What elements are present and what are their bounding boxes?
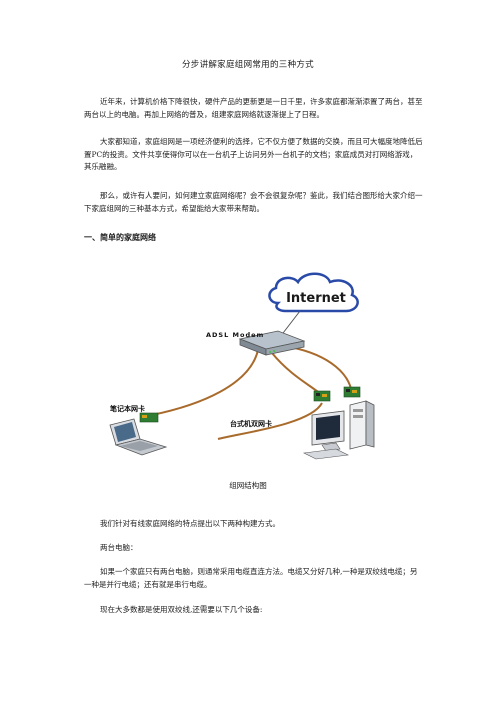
laptop-label: 笔记本网卡 <box>110 404 145 413</box>
network-diagram: Internet ADSL Modem 笔记本网卡 <box>109 272 375 460</box>
laptop-icon <box>109 418 168 456</box>
desktop-label: 台式机双网卡 <box>230 419 272 428</box>
section-heading: 一、简单的家庭网络 <box>84 233 156 242</box>
internet-cloud-icon: Internet <box>268 272 359 313</box>
desktop-second-network-card-icon <box>343 386 361 398</box>
diagram-caption: 组网结构图 <box>229 481 267 490</box>
paragraph-two-computers: 两台电脑： <box>100 543 138 552</box>
modem-label: ADSL Modem <box>206 331 264 339</box>
internet-label: Internet <box>286 291 346 306</box>
paragraph-two-methods: 我们针对有线家庭网络的特点提出以下两种构建方式。 <box>100 519 280 528</box>
adsl-modem-icon <box>238 330 306 356</box>
paragraph-benefits: 大家都知道，家庭组网是一项经济便利的选择，它不仅方便了数据的交换，而且可大幅度地… <box>84 137 423 171</box>
desktop-computer-icon <box>302 400 375 460</box>
paragraph-twisted-pair: 现在大多数都是使用双绞线,还需要以下几个设备: <box>100 605 263 614</box>
paragraph-intro: 近年来，计算机价格下降很快，硬件产品的更新更是一日千里，许多家庭都渐渐添置了两台… <box>84 97 423 119</box>
paragraph-question: 那么，或许有人要问，如何建立家庭网络呢？会不会很复杂呢？鉴此，我们结合图形给大家… <box>84 191 423 213</box>
desktop-network-card-icon <box>313 390 331 402</box>
paragraph-cable-methods: 如果一个家庭只有两台电脑，则通常采用电缆直连方法。电缆又分好几种,一种是双绞线电… <box>84 567 418 589</box>
document-title: 分步讲解家庭组网常用的三种方式 <box>181 60 314 70</box>
cable-lines <box>151 346 353 440</box>
laptop-network-card-icon <box>139 412 159 423</box>
